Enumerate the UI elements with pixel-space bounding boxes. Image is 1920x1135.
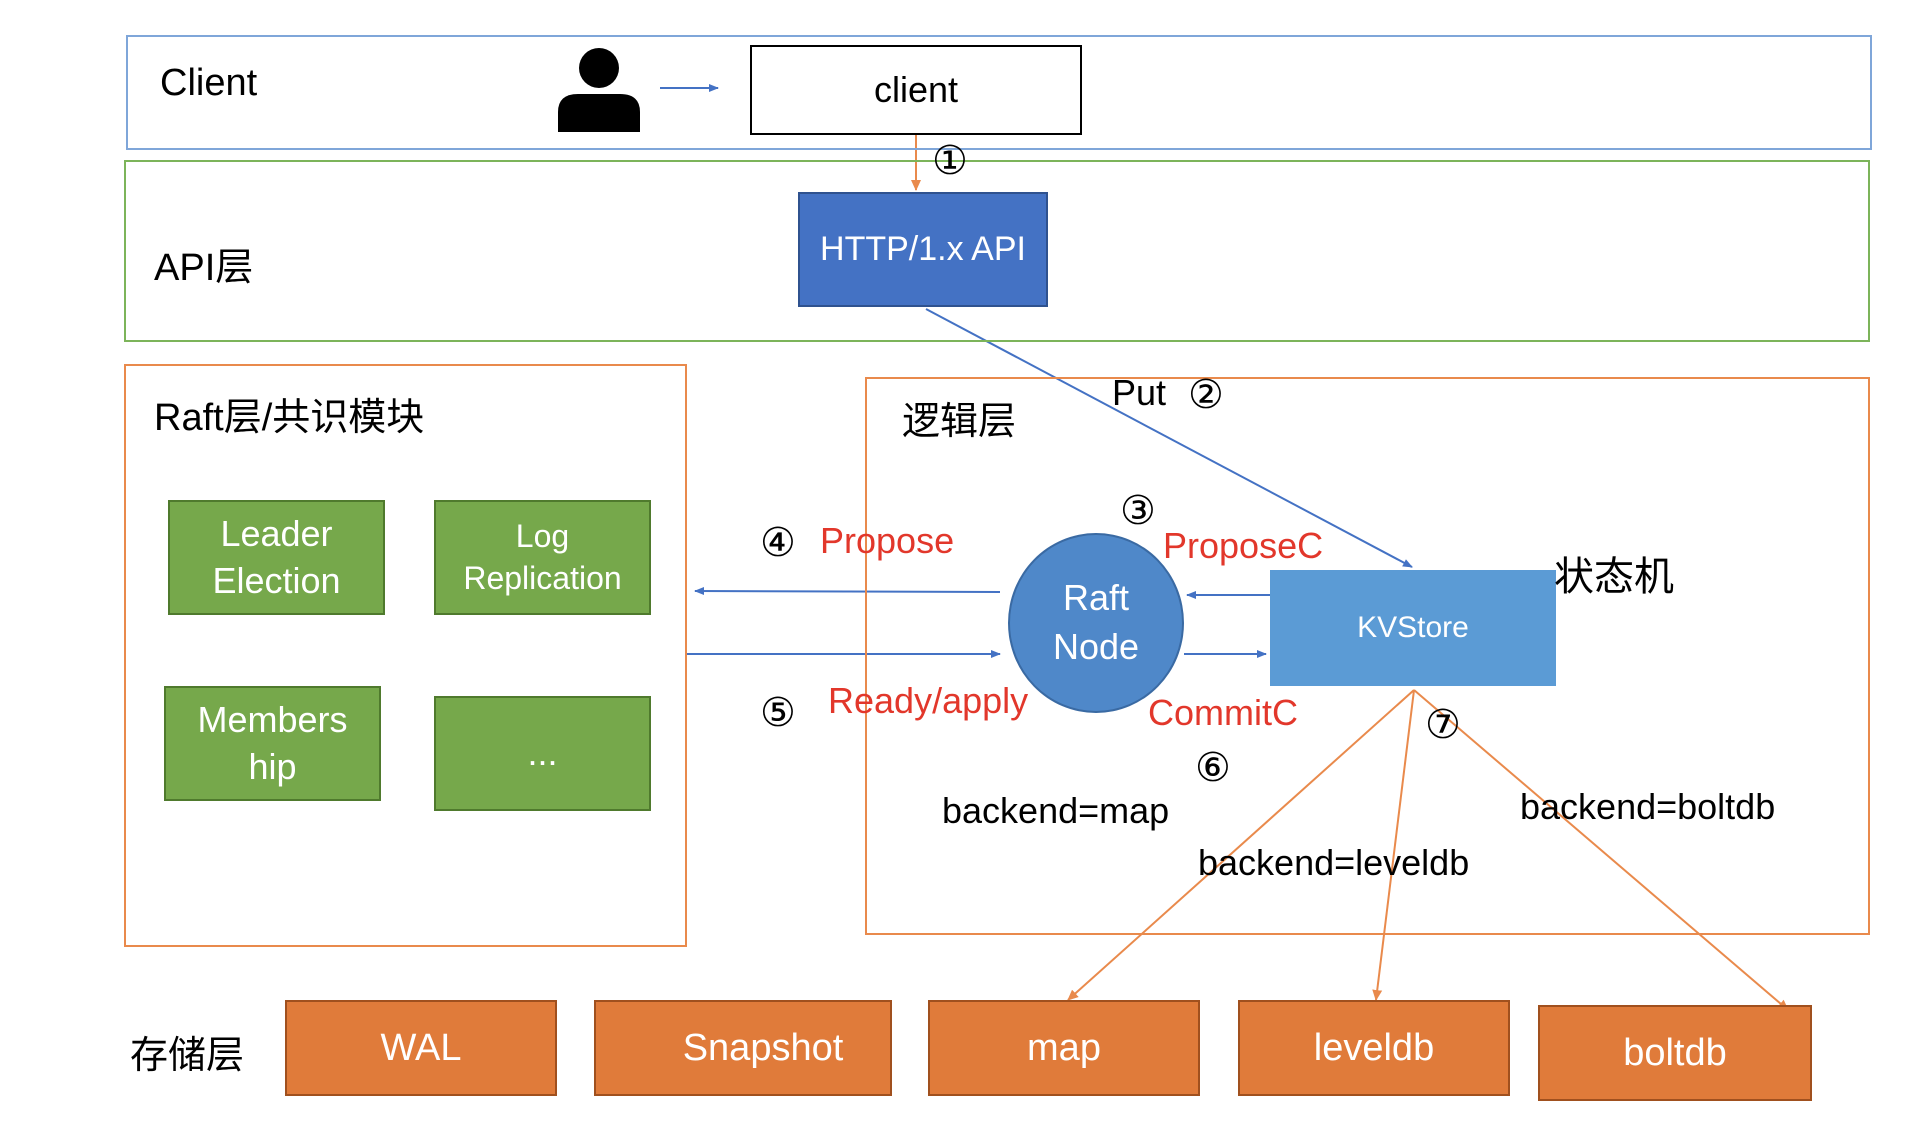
state-machine-label: 状态机: [1554, 555, 1674, 599]
api-layer-frame: [124, 160, 1870, 342]
client-layer-frame: [126, 35, 1872, 150]
backend-map-arrow: [1067, 689, 1415, 1001]
backend-map-label: backend=map: [942, 790, 1170, 831]
put-label: Put: [1112, 372, 1167, 413]
storage-wal[interactable]: WAL: [285, 1000, 557, 1096]
client-layer-label: Client: [160, 62, 258, 104]
propose-label: Propose: [820, 520, 955, 561]
step-4-marker: ④: [760, 521, 796, 565]
put-arrow: [925, 308, 1413, 568]
storage-snapshot[interactable]: Snapshot: [594, 1000, 892, 1096]
ready-apply-label: Ready/apply: [828, 680, 1029, 721]
http-api-node[interactable]: HTTP/1.x API: [798, 192, 1048, 307]
logic-layer-frame: [865, 377, 1870, 935]
storage-map[interactable]: map: [928, 1000, 1200, 1096]
step-2-marker: ②: [1188, 373, 1224, 417]
user-icon: [558, 46, 640, 132]
backend-leveldb-label: backend=leveldb: [1198, 842, 1470, 883]
commitc-label: CommitC: [1148, 692, 1298, 733]
step-6-marker: ⑥: [1195, 746, 1231, 790]
backend-boltdb-arrow: [1413, 689, 1789, 1011]
leader-election-module[interactable]: Leader Election: [168, 500, 385, 615]
storage-boltdb[interactable]: boltdb: [1538, 1005, 1812, 1101]
raft-layer-frame: [124, 364, 687, 947]
logic-layer-label: 逻辑层: [902, 401, 1017, 443]
propose-arrow: [694, 587, 1001, 596]
backend-boltdb-label: backend=boltdb: [1520, 786, 1776, 827]
step-1-marker: ①: [932, 139, 968, 183]
backend-leveldb-arrow: [1372, 689, 1415, 1001]
proposec-label: ProposeC: [1163, 525, 1324, 566]
raft-layer-label: Raft层/共识模块: [154, 397, 425, 439]
step-7-marker: ⑦: [1425, 703, 1461, 747]
storage-layer-label: 存储层: [130, 1035, 245, 1077]
api-layer-label: API层: [154, 247, 254, 289]
client-node[interactable]: client: [750, 45, 1082, 135]
kvstore-node[interactable]: KVStore: [1270, 570, 1556, 686]
step-5-marker: ⑤: [760, 691, 796, 735]
storage-leveldb[interactable]: leveldb: [1238, 1000, 1510, 1096]
membership-module[interactable]: Members hip: [164, 686, 381, 801]
step-3-marker: ③: [1120, 489, 1156, 533]
log-replication-module[interactable]: Log Replication: [434, 500, 651, 615]
more-modules[interactable]: ...: [434, 696, 651, 811]
raft-node[interactable]: Raft Node: [1008, 533, 1184, 713]
